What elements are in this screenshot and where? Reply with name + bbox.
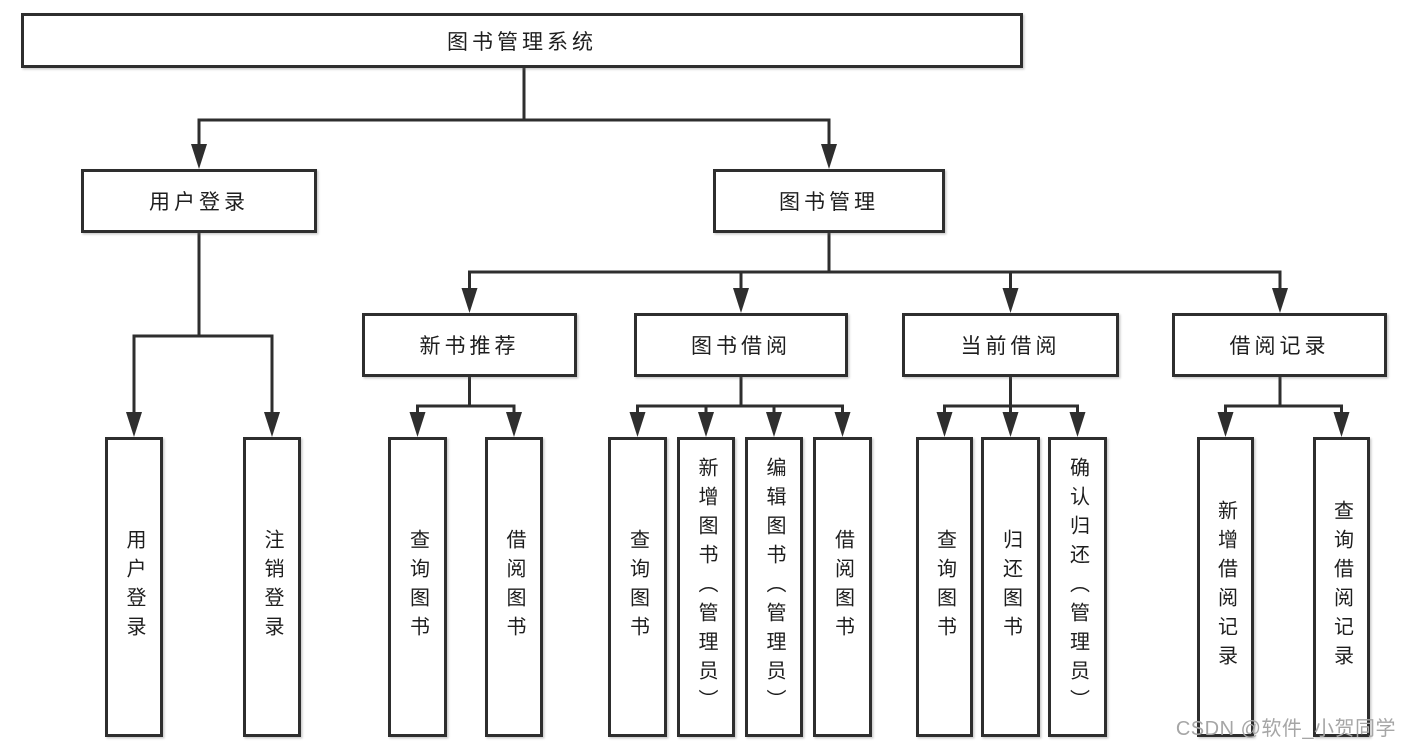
leaf-borrow-borrow-books-label: 借阅图书 [831, 529, 854, 645]
connector-borrow-record-to-leaves [1224, 377, 1343, 414]
csdn-watermark: CSDN @软件_小贺同学 [1175, 718, 1396, 740]
leaf-borrow-edit-books-admin: 编辑图书（管理员） [745, 437, 803, 737]
leaf-current-query-books-label: 查询图书 [933, 529, 956, 645]
leaf-recommend-query-books: 查询图书 [388, 437, 447, 737]
connector-book-management-to-level3 [468, 233, 1282, 290]
leaf-current-confirm-return-admin: 确认归还（管理员） [1048, 437, 1107, 737]
leaf-borrow-add-books-admin: 新增图书（管理员） [677, 437, 735, 737]
leaf-record-query-borrow-record-label: 查询借阅记录 [1330, 500, 1353, 674]
leaf-logout-label: 注销登录 [261, 529, 283, 645]
leaf-record-add-borrow-record-label: 新增借阅记录 [1214, 500, 1237, 674]
node-new-book-recommendation-label: 新书推荐 [419, 335, 520, 358]
leaf-user-login-label: 用户登录 [123, 529, 145, 645]
leaf-recommend-query-books-label: 查询图书 [406, 529, 429, 645]
node-book-borrowing-label: 图书借阅 [691, 335, 791, 358]
arrowheads [126, 144, 1350, 437]
leaf-borrow-borrow-books: 借阅图书 [813, 437, 872, 737]
leaf-record-query-borrow-record: 查询借阅记录 [1313, 437, 1370, 737]
node-book-management: 图书管理 [713, 169, 945, 233]
leaf-recommend-borrow-books: 借阅图书 [485, 437, 543, 737]
node-user-login: 用户登录 [81, 169, 317, 233]
node-current-borrowing-label: 当前借阅 [960, 335, 1061, 358]
leaf-recommend-borrow-books-label: 借阅图书 [503, 529, 525, 645]
node-root-system: 图书管理系统 [21, 13, 1023, 68]
leaf-current-query-books: 查询图书 [916, 437, 973, 737]
leaf-borrow-edit-books-admin-label: 编辑图书（管理员） [763, 456, 785, 718]
node-book-borrowing: 图书借阅 [634, 313, 848, 377]
leaf-borrow-query-books: 查询图书 [608, 437, 667, 737]
leaf-user-login: 用户登录 [105, 437, 163, 737]
connector-root-to-level2 [197, 68, 831, 146]
leaf-current-return-books-label: 归还图书 [999, 529, 1022, 645]
node-new-book-recommendation: 新书推荐 [362, 313, 577, 377]
connector-current-borrow-to-leaves [943, 377, 1079, 414]
node-borrowing-records-label: 借阅记录 [1229, 335, 1330, 358]
node-current-borrowing: 当前借阅 [902, 313, 1119, 377]
leaf-record-add-borrow-record: 新增借阅记录 [1197, 437, 1254, 737]
connector-user-login-to-leaves [132, 232, 274, 414]
node-borrowing-records: 借阅记录 [1172, 313, 1387, 377]
leaf-current-confirm-return-admin-label: 确认归还（管理员） [1066, 456, 1089, 718]
leaf-borrow-add-books-admin-label: 新增图书（管理员） [695, 456, 717, 718]
node-user-login-label: 用户登录 [149, 191, 249, 214]
connector-new-book-recommend-to-leaves [416, 377, 516, 414]
leaf-logout: 注销登录 [243, 437, 301, 737]
connector-book-borrow-to-leaves [636, 377, 844, 414]
node-book-management-label: 图书管理 [779, 191, 879, 214]
leaf-borrow-query-books-label: 查询图书 [626, 529, 649, 645]
leaf-current-return-books: 归还图书 [981, 437, 1040, 737]
node-root-system-label: 图书管理系统 [447, 30, 597, 54]
